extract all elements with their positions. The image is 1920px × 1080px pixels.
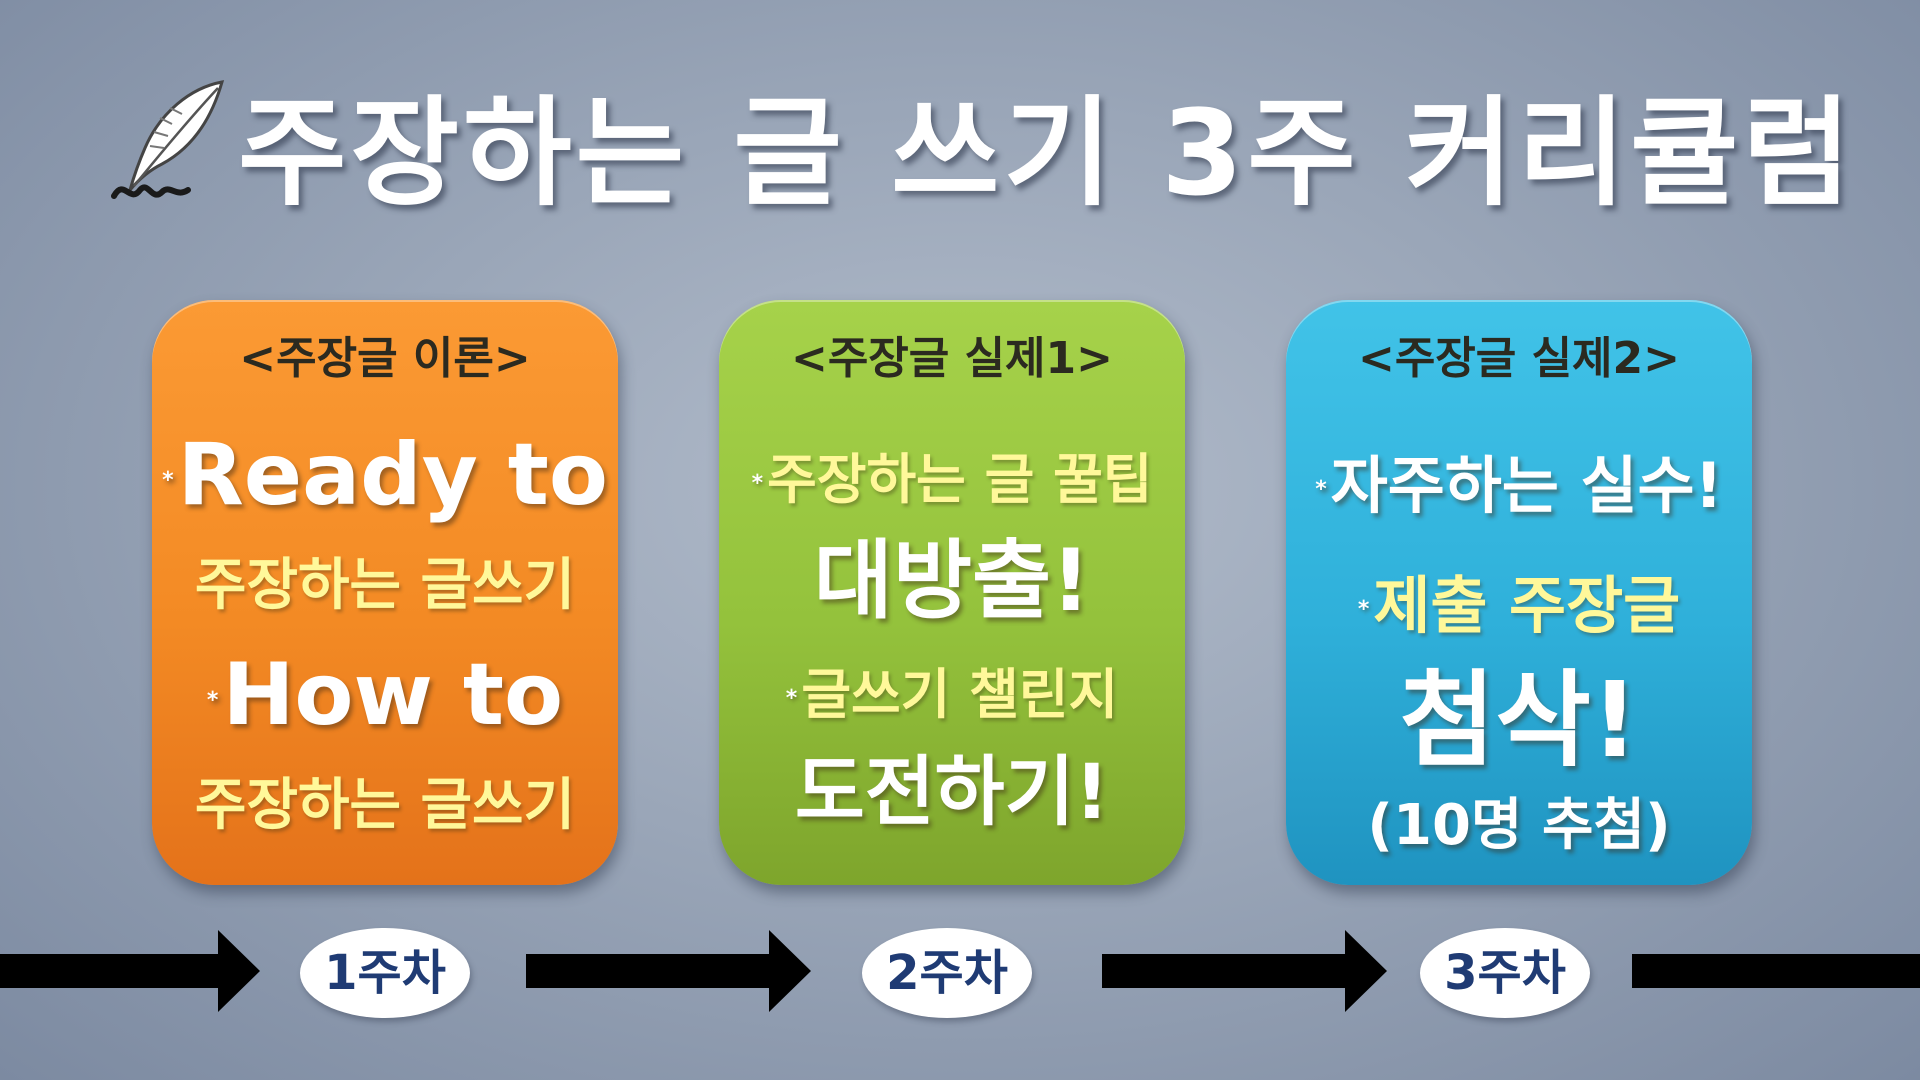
bullet-icon: * (751, 470, 764, 496)
week-label-2: 2주차 (862, 928, 1032, 1018)
card-line: (10명 추첨) (1367, 793, 1671, 858)
card-heading: <주장글 실제1> (790, 333, 1114, 384)
card-line: *How to (206, 645, 564, 745)
timeline-bar (1632, 954, 1920, 988)
week2-card: <주장글 실제1> *주장하는 글 꿀팁 대방출! *글쓰기 챌린지 도전하기! (719, 300, 1185, 885)
card-line: 주장하는 글쓰기 (194, 773, 576, 838)
week-label-3: 3주차 (1420, 928, 1590, 1018)
week1-card: <주장글 이론> *Ready to 주장하는 글쓰기 *How to 주장하는… (152, 300, 618, 885)
card-line: *자주하는 실수! (1315, 449, 1723, 522)
card-line: 첨삭! (1399, 659, 1639, 781)
page-title: 주장하는 글 쓰기 3주 커리큘럼 (238, 84, 1856, 222)
card-line: *주장하는 글 꿀팁 (751, 448, 1153, 511)
quill-pen-icon (111, 80, 225, 199)
bullet-icon: * (162, 468, 174, 494)
card-line: *제출 주장글 (1357, 569, 1681, 642)
bullet-icon: * (206, 688, 219, 714)
card-line: 주장하는 글쓰기 (194, 553, 576, 618)
bullet-icon: * (785, 685, 798, 711)
card-line: *Ready to (162, 425, 608, 525)
bullet-icon: * (1357, 597, 1370, 623)
card-heading: <주장글 이론> (239, 333, 531, 384)
week-label-1: 1주차 (300, 928, 470, 1018)
arrow-right-icon (1102, 930, 1387, 1012)
card-line: 대방출! (813, 531, 1091, 631)
card-heading: <주장글 실제2> (1357, 333, 1681, 384)
week3-card: <주장글 실제2> *자주하는 실수! *제출 주장글 첨삭! (10명 추첨) (1286, 300, 1752, 885)
arrow-right-icon (0, 930, 260, 1012)
arrow-right-icon (526, 930, 811, 1012)
card-line: *글쓰기 챌린지 (785, 663, 1119, 726)
title-area: 주장하는 글 쓰기 3주 커리큘럼 (110, 78, 1856, 228)
card-line: 도전하기! (794, 747, 1110, 836)
bullet-icon: * (1315, 477, 1327, 503)
